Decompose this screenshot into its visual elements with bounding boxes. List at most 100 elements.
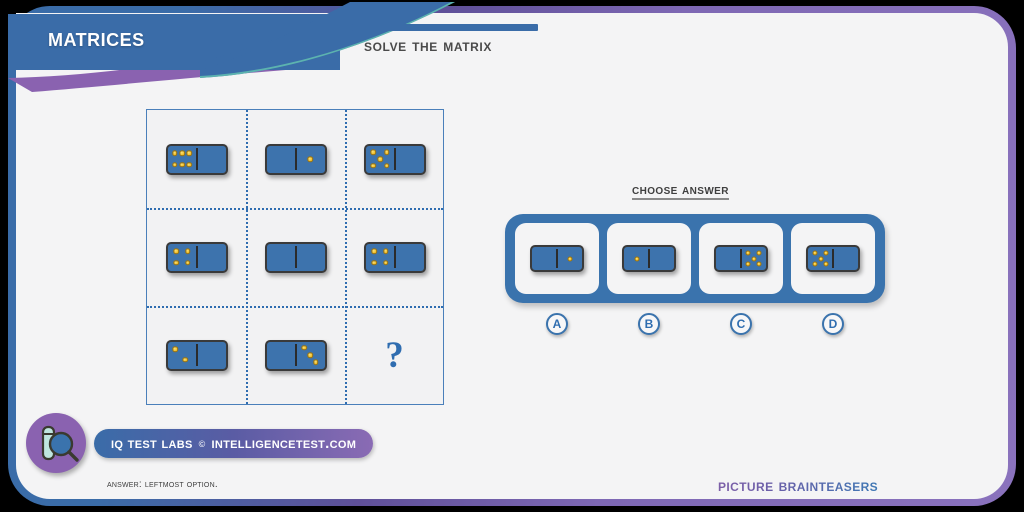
- answer-option-B[interactable]: [607, 223, 691, 294]
- domino-half-left: [716, 247, 741, 270]
- domino-pip: [172, 150, 178, 156]
- domino-pip: [179, 150, 185, 156]
- domino-pip: [371, 260, 377, 266]
- domino-half-right: [197, 146, 226, 173]
- page-subtitle: Solve the matrix: [364, 36, 492, 55]
- domino-tile: [165, 143, 228, 175]
- domino-divider: [195, 344, 198, 366]
- answer-option-letter-D[interactable]: D: [822, 313, 844, 335]
- brand-name-left: IQ Test Labs: [111, 435, 193, 452]
- domino-pip: [307, 156, 313, 162]
- domino-divider: [294, 344, 297, 366]
- domino-divider: [393, 246, 396, 268]
- domino-half-left: [168, 342, 197, 369]
- domino-half-right: [741, 247, 766, 270]
- domino-pip: [173, 260, 179, 266]
- answer-option-C[interactable]: [699, 223, 783, 294]
- domino-half-right: [296, 146, 325, 173]
- iq-test-labs-logo: [26, 413, 86, 473]
- domino-tile: [363, 143, 426, 175]
- domino-tile: [165, 339, 228, 371]
- matrix-cell-r1c2: [246, 110, 345, 208]
- domino-half-left: [366, 244, 395, 271]
- domino-pip: [371, 248, 377, 254]
- answer-option-letter-B[interactable]: B: [638, 313, 660, 335]
- matrix-cell-r1c1: [147, 110, 246, 208]
- domino-pip: [186, 162, 192, 168]
- domino-half-left: [366, 146, 395, 173]
- domino-tile: [165, 241, 228, 273]
- domino-divider: [294, 246, 297, 268]
- domino-pip: [812, 261, 818, 267]
- domino-divider: [195, 148, 198, 170]
- matrix-divider-vertical-1: [246, 110, 248, 404]
- domino-half-left: [624, 247, 649, 270]
- domino-half-left: [168, 146, 197, 173]
- copyright-icon: ©: [198, 438, 206, 449]
- matrix-grid: ?: [146, 109, 444, 405]
- answer-note: Answer: Leftmost option.: [107, 479, 218, 490]
- domino-pip: [383, 248, 389, 254]
- domino-pip: [383, 149, 390, 155]
- domino-pip: [823, 261, 829, 267]
- domino-divider: [832, 249, 834, 268]
- domino-half-right: [296, 342, 325, 369]
- domino-pip: [383, 260, 389, 266]
- answer-option-letter-A[interactable]: A: [546, 313, 568, 335]
- domino-pip: [370, 149, 377, 155]
- category-label: Picture brainteasers: [718, 476, 879, 495]
- domino-pip: [756, 261, 762, 267]
- domino-half-right: [197, 342, 226, 369]
- matrix-divider-vertical-2: [345, 110, 347, 404]
- domino-divider: [740, 249, 742, 268]
- domino-half-left: [532, 247, 557, 270]
- domino-pip: [751, 256, 756, 261]
- matrix-cell-r1c3: [345, 110, 444, 208]
- brand-name-right: IntelligenceTest.com: [211, 435, 357, 452]
- domino-divider: [195, 246, 198, 268]
- domino-half-right: [557, 247, 582, 270]
- answer-option-D[interactable]: [791, 223, 875, 294]
- choose-answer-heading: Choose answer: [632, 181, 729, 200]
- domino-pip: [370, 163, 377, 169]
- domino-divider: [556, 249, 558, 268]
- domino-divider: [294, 148, 297, 170]
- domino-pip: [182, 357, 189, 363]
- domino-pip: [186, 150, 192, 156]
- page-title: Matrices: [48, 22, 145, 52]
- brand-pill[interactable]: IQ Test Labs © IntelligenceTest.com: [94, 429, 374, 458]
- domino-tile: [363, 241, 426, 273]
- domino-divider: [393, 148, 396, 170]
- domino-half-left: [267, 146, 296, 173]
- answer-option-label-wrap-C: C: [699, 313, 783, 339]
- matrix-divider-horizontal-2: [147, 306, 443, 308]
- domino-pip: [383, 163, 390, 169]
- domino-half-left: [168, 244, 197, 271]
- matrix-cell-r3c3: ?: [345, 306, 444, 404]
- domino-pip: [818, 256, 823, 261]
- domino-pip: [377, 156, 383, 162]
- domino-pip: [172, 346, 179, 352]
- domino-pip: [173, 248, 179, 254]
- domino-half-right: [833, 247, 858, 270]
- answer-option-letter-C[interactable]: C: [730, 313, 752, 335]
- domino-tile: [530, 245, 584, 272]
- domino-pip: [745, 250, 751, 256]
- domino-pip: [823, 250, 829, 256]
- domino-tile: [622, 245, 676, 272]
- domino-tile: [264, 339, 327, 371]
- domino-half-right: [395, 244, 424, 271]
- domino-pip: [307, 352, 313, 358]
- matrix-cell-r2c1: [147, 208, 246, 306]
- domino-half-right: [395, 146, 424, 173]
- domino-pip: [172, 162, 178, 168]
- domino-tile: [806, 245, 860, 272]
- answer-option-A[interactable]: [515, 223, 599, 294]
- domino-pip: [745, 261, 751, 267]
- answer-option-labels: A B C D: [505, 313, 885, 339]
- domino-divider: [648, 249, 650, 268]
- domino-half-left: [808, 247, 833, 270]
- subtitle-rule: [352, 24, 538, 31]
- matrix-cell-r2c3: [345, 208, 444, 306]
